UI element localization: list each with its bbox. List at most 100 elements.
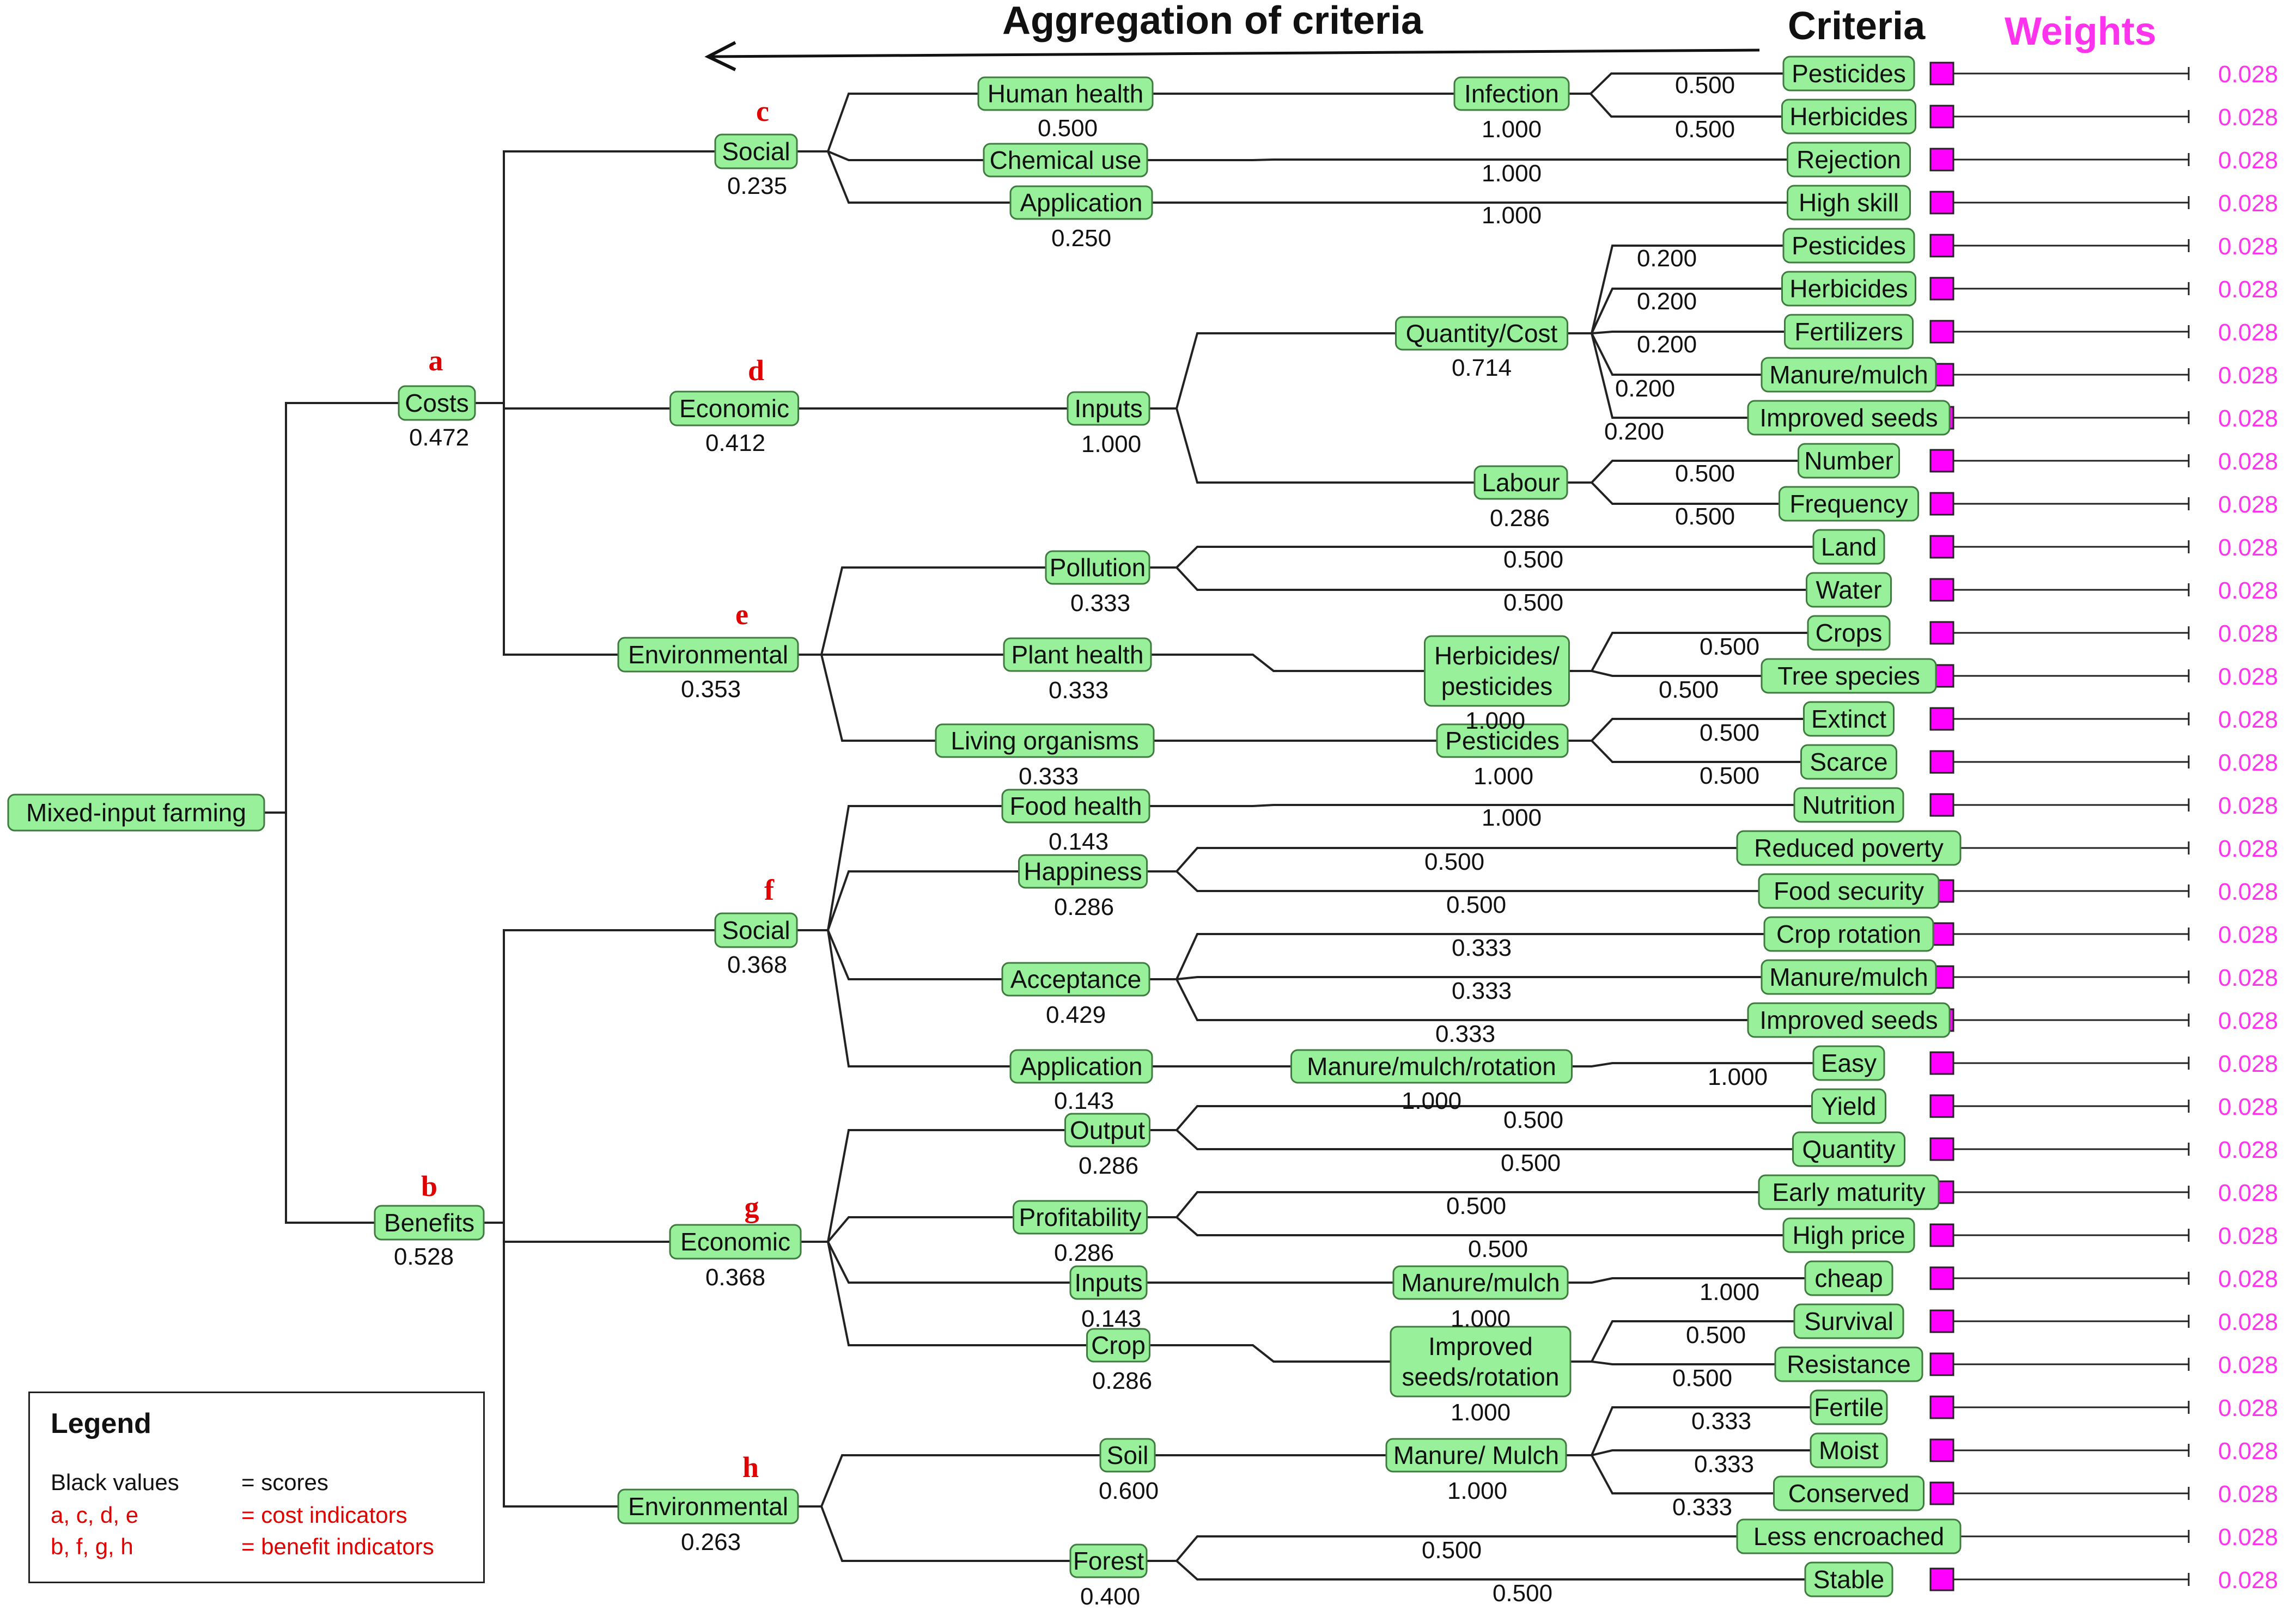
node-label: Manure/mulch [1401,1268,1560,1297]
criterion-label: Land [1821,533,1877,561]
node-score: 0.235 [727,173,787,199]
criterion-score: 0.500 [1675,503,1735,530]
node-label: Happiness [1024,857,1142,886]
node-label: Pesticides [1445,727,1560,755]
node-box [983,143,1148,178]
node-score: 0.333 [1070,590,1130,617]
criterion-label: Manure/mulch [1769,361,1928,389]
criteria-edge [1149,1129,1793,1150]
node-box [669,1224,802,1260]
node-score: 0.143 [1054,1088,1114,1114]
criteria-edge [1570,1320,1794,1363]
criterion-weight: 0.028 [2218,1395,2278,1421]
node-box [1009,1049,1153,1084]
criteria-edge [1149,566,1807,591]
node-label: Quantity/Cost [1406,319,1558,347]
node-label: Inputs [1074,394,1142,423]
criterion-box [1793,1303,1904,1339]
node-score: 0.286 [1054,1240,1114,1266]
node-label: Social [722,137,790,166]
node-box [1064,1113,1150,1148]
node-score: 0.500 [1038,115,1098,142]
node-box [1392,1265,1569,1300]
criterion-weight: 0.028 [2218,922,2278,948]
node-box [1290,1049,1573,1084]
criterion-label: Conserved [1788,1479,1909,1508]
criterion-score: 0.333 [1691,1408,1751,1435]
node-box [1390,1326,1572,1398]
criteria-edge [1566,1454,1774,1494]
tree-edge [484,1222,618,1508]
node-label: Acceptance [1010,965,1141,993]
node-box [1436,723,1569,758]
node-box [1099,1438,1156,1473]
legend-title: Legend [51,1408,151,1439]
criterion-box [1806,572,1892,608]
node-score: 0.143 [1049,828,1109,855]
node-label: Food health [1010,792,1142,820]
criterion-box [1782,228,1915,264]
tree-edge [1149,407,1475,484]
node-box [1067,391,1150,426]
tree-edge [1151,654,1425,672]
weight-marker-icon [1929,1481,1954,1505]
criterion-box [1747,1002,1951,1038]
weight-marker-icon [1929,191,1954,215]
node-box [935,723,1155,758]
criterion-box [1812,529,1885,565]
node-box [374,1205,485,1241]
weight-marker-icon [1929,1266,1954,1290]
node-score: 1.000 [1465,707,1525,734]
weights-header: Weights [2005,10,2157,53]
weight-marker-icon [1929,750,1954,774]
criterion-box [1798,443,1900,479]
node-score: 0.368 [705,1264,765,1291]
node-score: 1.000 [1473,763,1533,790]
criteria-edge [1149,804,1794,807]
weight-marker-icon [1929,492,1954,516]
criteria-header: Criteria [1788,4,1926,48]
weight-marker-icon [1929,1567,1954,1591]
tree-edge [1149,332,1396,410]
tree-edge [798,1454,1100,1508]
node-score: 0.714 [1452,355,1512,381]
criteria-edge [1569,93,1782,118]
criteria-edge [1147,870,1759,892]
node-box [1009,185,1153,220]
criterion-weight: 0.028 [2218,405,2278,432]
criteria-edge [1567,481,1780,505]
tree-edge [797,150,1010,204]
criterion-box [1807,615,1891,651]
weight-marker-icon [1929,1309,1954,1333]
criterion-label: Rejection [1796,145,1901,174]
criterion-score: 1.000 [1482,160,1542,187]
indicator-letter: b [421,1170,437,1203]
criterion-score: 0.200 [1637,288,1697,315]
legend-key: b, f, g, h [51,1534,133,1559]
criteria-edge [1147,1216,1783,1236]
weight-marker-icon [1929,1438,1954,1462]
criterion-weight: 0.028 [2218,749,2278,776]
criterion-box [1761,959,1937,995]
weight-marker-icon [1929,621,1954,645]
tree-edge [1149,1344,1391,1363]
criteria-edge [1149,1105,1812,1131]
node-label: Profitability [1019,1203,1142,1231]
indicator-letter: a [429,344,443,377]
node-score: 1.000 [1402,1088,1461,1114]
node-box [1013,1200,1148,1235]
criterion-score: 0.500 [1446,892,1506,918]
criterion-box [1761,357,1937,393]
criterion-score: 0.333 [1452,935,1512,961]
criterion-weight: 0.028 [2218,1180,2278,1206]
criterion-weight: 0.028 [2218,491,2278,518]
weight-marker-icon [1929,234,1954,258]
node-box [1001,962,1150,997]
criterion-weight: 0.028 [2218,577,2278,604]
node-score: 1.000 [1081,431,1141,457]
criterion-weight: 0.028 [2218,878,2278,905]
tree-edge [801,1241,1087,1346]
criterion-weight: 0.028 [2218,1309,2278,1335]
criterion-box [1758,873,1940,909]
criterion-score: 1.000 [1482,804,1542,831]
